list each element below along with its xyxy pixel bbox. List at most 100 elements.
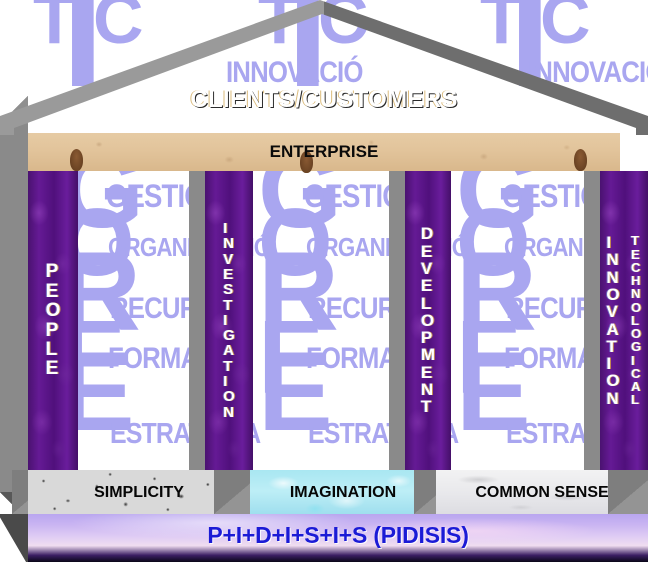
pillar-letter: C [630, 259, 641, 275]
pillar-letter: I [606, 232, 612, 252]
watermark-word-gestio-2: GESTIÓ [304, 178, 404, 214]
pillar-letter: E [420, 241, 433, 261]
pillar-investigation-side [189, 171, 205, 470]
foundation-imagination [250, 470, 436, 514]
pillar-letter: O [45, 300, 61, 322]
pillar-letter: I [223, 373, 228, 391]
pillar-letter: N [606, 388, 619, 408]
foundation-imagination-label: IMAGINATION [289, 484, 397, 501]
pillar-letter: S [223, 281, 234, 299]
pillar-letter: O [630, 299, 642, 315]
enterprise-beam [28, 133, 620, 173]
pidisis-label: P+I+D+I+S+I+S (PIDISIS) [207, 522, 469, 548]
pillar-letter: G [630, 339, 642, 355]
watermark-letter-r-2: R [258, 229, 339, 354]
wood-knot-icon-2 [300, 151, 313, 173]
watermark-letter-f-3: F [456, 300, 520, 416]
pillar-letter: P [420, 328, 433, 348]
pillar-letter: H [630, 273, 641, 289]
enterprise-label: ENTERPRISE [269, 142, 379, 161]
pillar-letter: I [223, 220, 228, 238]
pillar-letter: V [223, 250, 234, 268]
pillar-letter: E [45, 280, 59, 302]
pillar-letter: I [606, 354, 612, 374]
watermark-letter-o-3: O [456, 189, 531, 296]
pillar-letter: N [223, 235, 234, 253]
pillar-letter: I [223, 311, 228, 329]
pillar-letter: P [45, 261, 59, 283]
pillar-letter: N [606, 250, 619, 270]
watermark-letter-t-right: T [480, 0, 523, 58]
wood-knot-icon-3 [574, 149, 587, 171]
foundation-simplicity [28, 470, 250, 514]
pillar-letter: E [45, 358, 59, 380]
wood-knot-icon-1 [70, 149, 83, 171]
pillar-letter: N [420, 380, 434, 400]
pillar-letter: O [420, 310, 435, 330]
pillar-letter: T [606, 336, 617, 356]
roof-surface [0, 6, 648, 135]
pillar-letter: T [223, 296, 233, 314]
watermark-letter-t-left: T [33, 0, 76, 58]
watermark-letter-e-3: E [456, 329, 531, 454]
roof [0, 0, 648, 135]
pillar-letter: G [223, 327, 235, 345]
pillar-letter: A [223, 342, 234, 360]
pillar-letter: A [606, 319, 619, 339]
pillar-letter: V [606, 302, 618, 322]
pillar-letter: T [223, 357, 233, 375]
foundation-simplicity-label: SIMPLICITY [94, 484, 184, 501]
foundation-common-sense-label: COMMON SENSE [475, 484, 609, 501]
base-plinth [28, 514, 648, 562]
pillar-letter: L [630, 392, 639, 408]
pillar-letter: N [630, 286, 641, 302]
pillar-letter: N [223, 403, 234, 421]
pillar-letter: E [420, 362, 433, 382]
watermark-letter-c-right: C [540, 0, 591, 58]
base-plinth-corner [0, 514, 28, 562]
pillar-letter: O [606, 284, 620, 304]
pillar-letter: T [630, 233, 639, 249]
pillar-letter: M [420, 345, 436, 365]
pillar-letter: N [606, 267, 619, 287]
pillar-letter: O [606, 371, 620, 391]
pillar-innovation-side [584, 171, 600, 470]
pillar-letter: V [420, 258, 433, 278]
pillar-letter: E [223, 265, 234, 283]
pillar-letter: A [630, 379, 641, 395]
pillar-letter: T [420, 397, 432, 417]
pillar-letter: E [420, 276, 433, 296]
pillar-letter: D [420, 224, 434, 244]
watermark-letter-o-2: O [258, 189, 333, 296]
watermark-word-innovacio-mid: INNOVACIÓ [226, 56, 363, 89]
pillar-letter: I [630, 352, 635, 368]
pillar-letter: E [630, 246, 640, 262]
pillar-letter: P [45, 319, 59, 341]
pillar-letter: C [630, 365, 641, 381]
pillar-development-side [389, 171, 405, 470]
watermark-letter-r-3: R [456, 229, 537, 354]
pillar-letter: O [223, 388, 235, 406]
pillar-letter: L [45, 338, 58, 360]
pillar-letter: L [420, 293, 432, 313]
pillar-letter: L [630, 312, 639, 328]
roof-label: CLIENTS/CUSTOMERS [190, 86, 458, 113]
pillar-letter: O [630, 326, 642, 342]
watermark-letter-e-2: E [258, 329, 333, 454]
foundation-gap-3 [608, 470, 648, 514]
